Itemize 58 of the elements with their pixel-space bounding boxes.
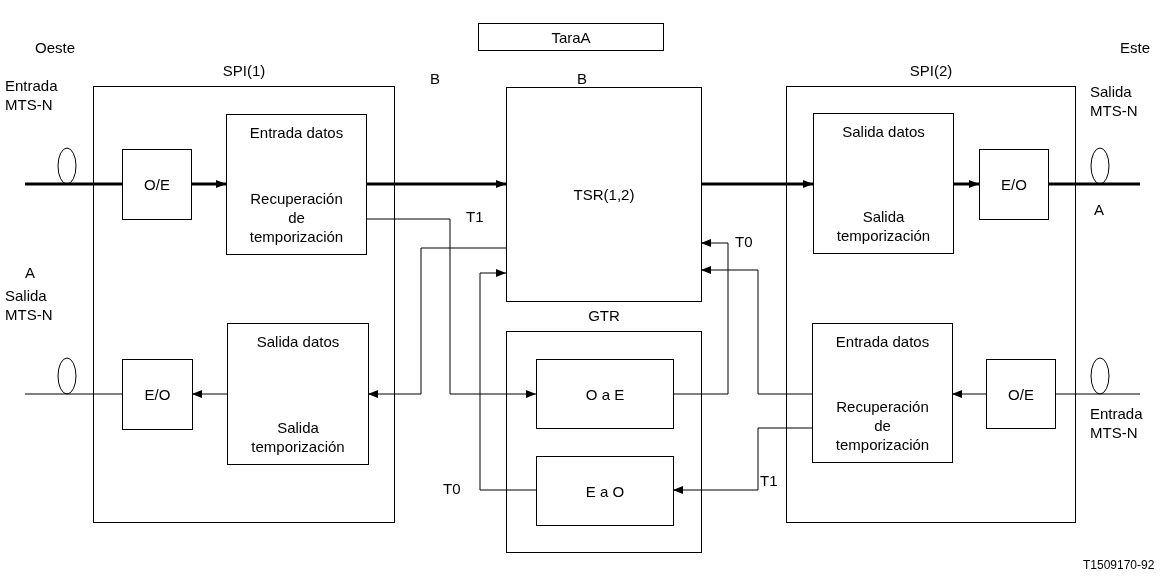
process-box <box>812 323 953 463</box>
annotation-text: B <box>430 69 441 88</box>
process-box <box>122 359 193 430</box>
edge-label: T0 <box>735 233 753 251</box>
connector-arrow <box>366 180 506 188</box>
process-box <box>478 23 664 51</box>
connector-arrow <box>191 390 228 398</box>
connector-arrow <box>672 239 729 395</box>
edge-label: T0 <box>443 480 461 498</box>
annotation-text: A <box>25 263 36 282</box>
annotation-text: Este <box>1120 38 1151 57</box>
annotation-text: B <box>577 69 588 88</box>
process-box <box>506 87 702 302</box>
block-title: SPI(1) <box>221 61 267 81</box>
annotation-text: Salida MTS-N <box>1090 82 1139 120</box>
annotation-text: Oeste <box>35 38 77 57</box>
connector-arrow <box>191 180 226 188</box>
annotation-text: A <box>1094 200 1105 219</box>
process-box <box>536 456 674 526</box>
box-text: TaraA <box>551 27 591 47</box>
box-text: Recuperación de temporización <box>248 189 345 246</box>
box-text: Entrada datos <box>249 123 344 142</box>
box-text: TSR(1,2) <box>573 185 635 204</box>
process-box <box>813 113 954 254</box>
annotation-text: T1509170-92 <box>1083 557 1155 574</box>
edge-label: T1 <box>466 208 484 226</box>
connector-arrow <box>367 247 507 398</box>
box-text: O a E <box>585 384 625 404</box>
connector-arrow <box>701 180 813 188</box>
process-box <box>122 149 192 220</box>
annotation-text: Entrada MTS-N <box>5 76 59 114</box>
connector-arrow <box>700 266 813 395</box>
annotation-text: Salida MTS-N <box>5 286 54 324</box>
box-text: E/O <box>144 385 171 404</box>
box-text: O/E <box>144 175 170 194</box>
connector-arrow <box>951 390 987 398</box>
box-text: Recuperación de temporización <box>834 397 931 454</box>
annotation-text: Entrada MTS-N <box>1090 404 1144 442</box>
process-box <box>986 359 1056 429</box>
block-title: SPI(2) <box>908 61 954 81</box>
connector-arrow <box>479 269 537 491</box>
process-box <box>226 114 367 255</box>
box-text: O/E <box>1008 384 1034 404</box>
edge-label: T1 <box>760 472 778 490</box>
connector-arrow <box>953 180 979 188</box>
block-title: GTR <box>587 306 621 326</box>
process-box <box>536 359 674 429</box>
box-text: Salida datos <box>256 332 340 351</box>
connector-arrow <box>365 218 537 398</box>
box-text: Salida temporización <box>835 207 932 245</box>
connector-arrow <box>672 427 813 494</box>
process-box <box>979 149 1049 220</box>
box-text: Entrada datos <box>835 332 930 351</box>
box-text: E a O <box>585 481 625 501</box>
box-text: Salida temporización <box>250 418 346 456</box>
box-text: E/O <box>1001 175 1027 194</box>
process-box <box>227 323 369 465</box>
box-text: Salida datos <box>842 122 925 141</box>
